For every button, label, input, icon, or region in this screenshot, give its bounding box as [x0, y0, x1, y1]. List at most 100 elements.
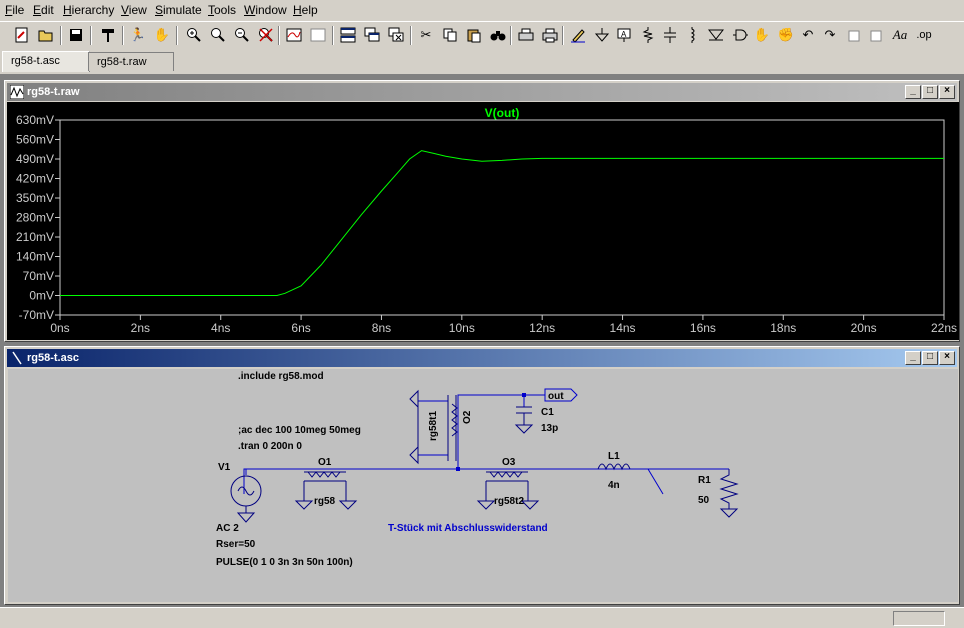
x-tick-label: 14ns — [610, 321, 636, 335]
new-schematic-icon[interactable] — [12, 25, 32, 45]
zoom-fit-icon[interactable] — [208, 25, 228, 45]
close-windows-icon[interactable] — [386, 25, 406, 45]
copy-icon[interactable] — [440, 25, 460, 45]
diode-icon[interactable] — [706, 25, 726, 45]
maximize-button[interactable]: □ — [922, 85, 938, 99]
tab-label: rg58-t.asc — [11, 55, 60, 67]
directive-ac[interactable]: ;ac dec 100 10meg 50meg — [238, 425, 361, 436]
y-tick-label: 350mV — [16, 191, 54, 205]
autorange-icon[interactable] — [284, 25, 304, 45]
drag-hand-icon[interactable]: ✊ — [777, 27, 795, 42]
maximize-button[interactable]: □ — [922, 351, 938, 365]
directive-tran[interactable]: .tran 0 200n 0 — [238, 441, 302, 452]
inductor-icon[interactable] — [682, 25, 702, 45]
capacitor-c1[interactable] — [514, 406, 534, 434]
minimize-button[interactable]: _ — [905, 351, 921, 365]
status-bar — [0, 607, 964, 628]
directive-include[interactable]: .include rg58.mod — [238, 371, 324, 382]
label-v1-pulse: PULSE(0 1 0 3n 3n 50n 100n) — [216, 557, 353, 568]
resistor-r1[interactable] — [719, 469, 739, 518]
y-tick-label: 630mV — [16, 113, 54, 127]
redo-icon[interactable]: ↷ — [824, 27, 836, 42]
tab-rg58-t-asc[interactable]: rg58-t.asc — [2, 51, 90, 72]
draw-wire-pencil-icon[interactable] — [568, 25, 588, 45]
transmission-line-o1[interactable] — [294, 471, 358, 510]
menu-file[interactable]: File — [5, 3, 25, 17]
schematic-canvas[interactable]: .include rg58.mod ;ac dec 100 10meg 50me… — [8, 369, 958, 602]
minimize-button[interactable]: _ — [905, 85, 921, 99]
mirror-icon[interactable] — [866, 25, 886, 45]
voltage-source-v1[interactable] — [230, 469, 262, 523]
undo-icon[interactable]: ↶ — [802, 27, 814, 42]
menu-edit[interactable]: Edit — [33, 3, 54, 17]
run-icon[interactable]: 🏃 — [129, 27, 147, 42]
close-button[interactable]: × — [939, 85, 955, 99]
x-tick-label: 12ns — [529, 321, 555, 335]
y-tick-label: 0mV — [29, 289, 54, 303]
menu-simulate[interactable]: Simulate — [155, 3, 202, 17]
x-tick-label: 6ns — [291, 321, 310, 335]
print-icon[interactable] — [540, 25, 560, 45]
tab-label: rg58-t.raw — [97, 56, 147, 68]
transmission-line-o3[interactable] — [476, 471, 540, 510]
x-tick-label: 0ns — [50, 321, 69, 335]
component-icon[interactable] — [730, 25, 750, 45]
y-tick-label: 560mV — [16, 133, 54, 147]
label-v1-rser: Rser=50 — [216, 539, 256, 550]
label-out: out — [548, 391, 564, 402]
capacitor-icon[interactable] — [660, 25, 680, 45]
waveform-title: rg58-t.raw — [27, 86, 80, 98]
tile-horizontal-icon[interactable] — [338, 25, 358, 45]
cut-scissors-icon[interactable]: ✂ — [420, 27, 432, 42]
menu-help[interactable]: Help — [293, 3, 318, 17]
halt-hand-icon[interactable]: ✋ — [153, 27, 171, 42]
resistor-icon[interactable] — [638, 25, 658, 45]
inductor-l1[interactable] — [597, 463, 631, 471]
ground-icon[interactable] — [592, 25, 612, 45]
menu-tools[interactable]: Tools — [208, 3, 237, 17]
move-hand-icon[interactable]: ✋ — [753, 27, 771, 42]
tab-rg58-t-raw[interactable]: rg58-t.raw — [88, 52, 174, 71]
waveform-icon — [10, 85, 24, 99]
wire-to-out — [457, 394, 524, 469]
paste-icon[interactable] — [464, 25, 484, 45]
control-panel-hammer-icon[interactable] — [98, 25, 118, 45]
x-tick-label: 8ns — [372, 321, 391, 335]
net-label-out[interactable] — [544, 388, 578, 402]
close-button[interactable]: × — [939, 351, 955, 365]
find-binoculars-icon[interactable] — [488, 25, 508, 45]
trace-legend-label: V(out) — [485, 106, 520, 120]
menu-hierarchy[interactable]: Hierarchy — [63, 3, 115, 17]
grid-icon[interactable] — [308, 25, 328, 45]
schematic-title: rg58-t.asc — [27, 352, 79, 364]
save-icon[interactable] — [66, 25, 86, 45]
schematic-titlebar[interactable]: rg58-t.asc _ □ × — [7, 349, 957, 367]
rotate-icon[interactable] — [844, 25, 864, 45]
schematic-comment[interactable]: T-Stück mit Abschlusswiderstand — [388, 523, 548, 534]
text-icon[interactable]: Aa — [892, 27, 908, 42]
label-o1-model: rg58 — [314, 496, 336, 507]
x-tick-label: 2ns — [131, 321, 150, 335]
print-setup-icon[interactable] — [516, 25, 536, 45]
status-cell — [893, 611, 945, 626]
label-net-icon[interactable]: A — [614, 25, 634, 45]
x-tick-label: 16ns — [690, 321, 716, 335]
menu-view[interactable]: View — [121, 3, 147, 17]
open-folder-icon[interactable] — [36, 25, 56, 45]
menu-window[interactable]: Window — [244, 3, 287, 17]
menu-bar: File Edit Hierarchy View Simulate Tools Window… — [0, 0, 964, 20]
cascade-icon[interactable] — [362, 25, 382, 45]
zoom-out-icon[interactable] — [232, 25, 252, 45]
x-tick-label: 20ns — [851, 321, 877, 335]
zoom-cancel-icon[interactable] — [256, 25, 276, 45]
label-v1-ac: AC 2 — [216, 523, 239, 534]
label-o2: O2 — [462, 410, 473, 424]
spice-directive-icon[interactable]: .op — [916, 29, 932, 41]
waveform-plot[interactable]: 630mV560mV490mV420mV350mV280mV210mV140mV… — [7, 102, 959, 340]
zoom-in-icon[interactable] — [184, 25, 204, 45]
toolbar: 🏃 ✋ ✂ A ✋ ✊ ↶ ↷ Aa .op — [0, 21, 964, 51]
waveform-titlebar[interactable]: rg58-t.raw _ □ × — [7, 83, 957, 101]
transmission-line-o2[interactable] — [409, 389, 458, 465]
